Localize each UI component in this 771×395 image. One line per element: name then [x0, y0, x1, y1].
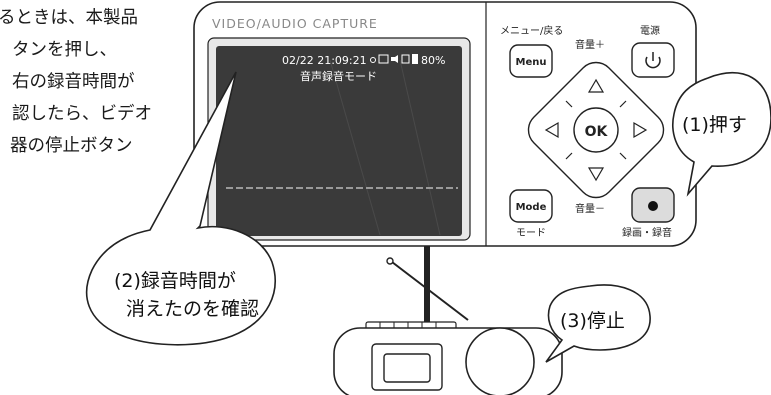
screen-status-icons	[370, 54, 418, 64]
audio-cable	[424, 246, 430, 336]
record-label: 録画・録音	[622, 226, 672, 239]
screen-texture	[399, 59, 441, 236]
callout-step1-bubble	[672, 71, 771, 197]
callout-step2-bubble	[85, 71, 276, 346]
radio-antenna	[391, 261, 469, 321]
manual-line-2: タンを押し、	[12, 40, 117, 60]
mode-button[interactable]: Mode	[509, 189, 553, 223]
manual-line-4: 認したら、ビデオ	[12, 104, 152, 124]
menu-button-label: Menu	[516, 57, 547, 68]
manual-line-1: るときは、本製品	[0, 8, 138, 28]
screen-datetime: 02/22 21:09:21	[282, 54, 367, 67]
menu-button[interactable]: Menu	[509, 44, 553, 78]
power-label: 電源	[640, 24, 660, 37]
ok-button[interactable]: OK	[573, 107, 619, 153]
screen-battery-level: 80%	[421, 54, 445, 67]
radio-speaker	[465, 327, 535, 395]
mode-button-label: Mode	[516, 202, 547, 213]
left-arrow-icon[interactable]	[544, 121, 559, 139]
volume-up-label: 音量＋	[575, 38, 605, 51]
callout-step3-text: (3)停止	[560, 310, 625, 332]
battery-icon	[412, 54, 418, 64]
manual-line-5: 器の停止ボタン	[10, 136, 133, 156]
manual-line-3: 右の録音時間が	[12, 72, 135, 92]
volume-down-label: 音量－	[575, 202, 605, 215]
screen-texture	[329, 59, 381, 236]
power-button[interactable]	[631, 42, 675, 78]
menu-top-label: メニュー/戻る	[500, 24, 563, 37]
power-icon	[645, 52, 661, 69]
record-button[interactable]	[631, 187, 675, 223]
callout-step2-line1: (2)録音時間が	[114, 270, 236, 292]
radio-player	[333, 257, 563, 395]
ok-button-label: OK	[585, 124, 609, 140]
volume-up-arrow-icon[interactable]	[587, 78, 605, 93]
right-arrow-icon[interactable]	[633, 121, 648, 139]
mode-label: モード	[516, 228, 546, 239]
callout-step3-bubble	[545, 284, 651, 363]
record-icon	[648, 201, 658, 211]
brand-label: VIDEO/AUDIO CAPTURE	[212, 16, 378, 31]
cassette-door	[383, 353, 431, 383]
screen-mode-label: 音声録音モード	[300, 69, 377, 83]
callout-step1-text: (1)押す	[682, 114, 747, 136]
callout-step2-line2: 消えたのを確認	[126, 298, 260, 320]
volume-down-arrow-icon[interactable]	[587, 167, 605, 182]
